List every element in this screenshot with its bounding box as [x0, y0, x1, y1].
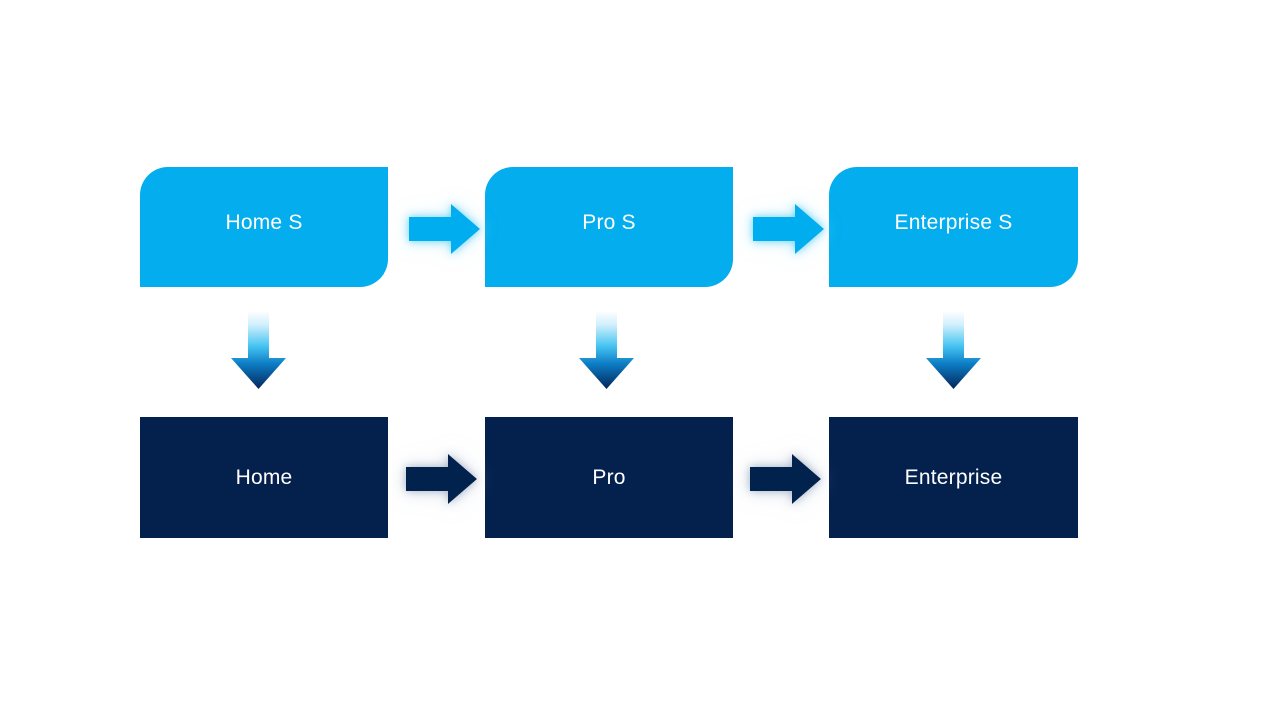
node-label: Enterprise	[904, 465, 1003, 489]
node-label: Home	[235, 465, 293, 489]
arrow-pro-to-enterprise	[750, 453, 822, 505]
arrow-home-to-pro	[406, 453, 478, 505]
node-label: Pro S	[582, 211, 636, 235]
node-label: Pro	[592, 465, 626, 489]
arrow-right-icon	[750, 454, 821, 504]
arrow-down-icon	[926, 311, 981, 389]
arrow-home-s-to-home	[230, 311, 287, 390]
node-enterprise-s[interactable]: Enterprise S	[829, 167, 1078, 287]
node-home-s[interactable]: Home S	[140, 167, 388, 287]
node-pro-s[interactable]: Pro S	[485, 167, 733, 287]
arrow-down-icon	[579, 311, 634, 389]
arrow-right-icon	[753, 204, 824, 254]
arrow-pro-s-to-enterprise-s	[753, 203, 825, 255]
arrow-down-icon	[231, 311, 286, 389]
node-enterprise[interactable]: Enterprise	[829, 417, 1078, 538]
arrow-right-icon	[406, 454, 477, 504]
arrow-right-icon	[409, 204, 480, 254]
node-label: Home S	[225, 211, 303, 235]
node-home[interactable]: Home	[140, 417, 388, 538]
arrow-pro-s-to-pro	[578, 311, 635, 390]
arrow-home-s-to-pro-s	[409, 203, 481, 255]
node-pro[interactable]: Pro	[485, 417, 733, 538]
arrow-enterprise-s-to-enterprise	[925, 311, 982, 390]
node-label: Enterprise S	[894, 211, 1013, 235]
